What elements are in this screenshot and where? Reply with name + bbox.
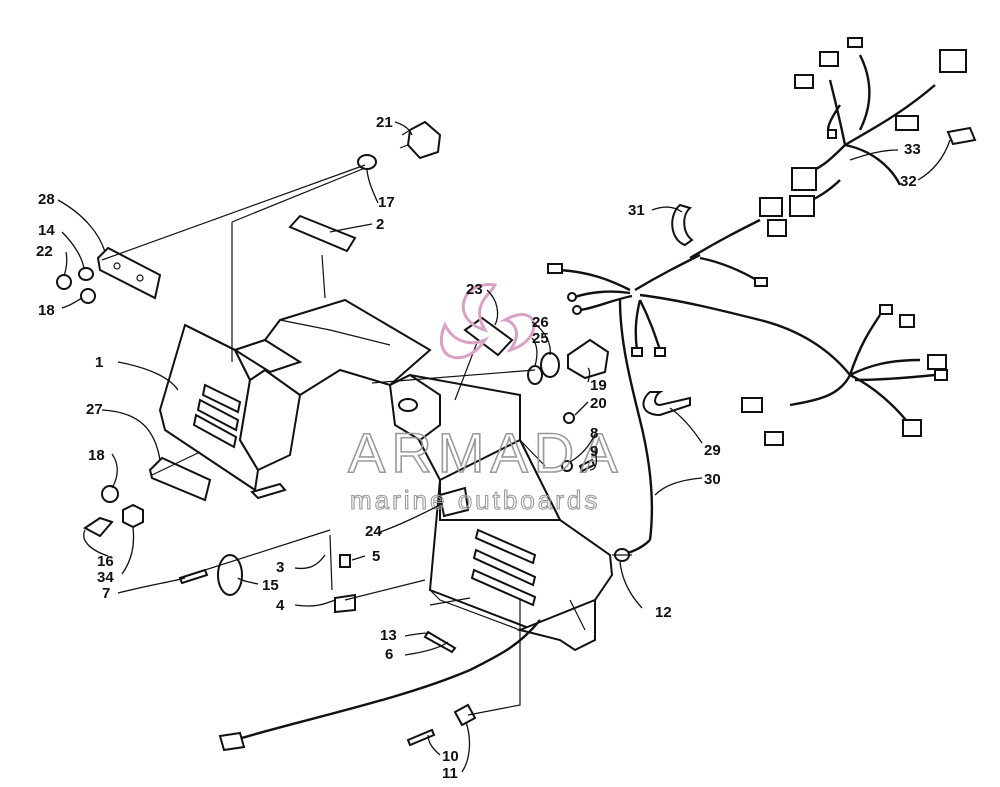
callout-13: 13 [380,627,397,644]
callout-23: 23 [466,281,483,298]
part-34-hex-nut [122,503,144,529]
callout-12: 12 [655,604,672,621]
part-32-connector [946,126,977,146]
callout-16: 16 [97,553,114,570]
callout-31: 31 [628,202,645,219]
part-22-nut [56,274,72,290]
part-4-bracket [334,593,356,614]
part-26-ring [540,352,560,378]
callout-10: 10 [442,748,459,765]
callout-18-upper: 18 [38,302,55,319]
part-9-bolt [578,458,596,473]
callout-7: 7 [102,585,110,602]
part-29-clamp [642,391,691,417]
part-28-plate [96,246,162,300]
part-18-nut-upper [80,288,96,304]
callout-14: 14 [38,222,55,239]
part-14-washer [78,267,94,281]
callout-19: 19 [590,377,607,394]
part-25-ring [527,365,543,385]
part-8-washer [561,460,573,472]
watermark-subtitle: marine outboards [350,485,600,515]
callout-28: 28 [38,191,55,208]
callout-21: 21 [376,114,393,131]
callout-9: 9 [590,443,598,460]
callout-24: 24 [365,523,382,540]
callouts: 1 2 3 4 5 6 7 8 9 10 11 12 13 14 15 16 1… [36,114,921,782]
harness-connector-end [218,731,246,752]
part-27-bracket [148,456,212,502]
callout-25: 25 [532,330,549,347]
part-6-screw [423,630,457,654]
armada-logo-icon [439,283,536,360]
callout-18-lower: 18 [88,447,105,464]
part-16-key [83,516,114,538]
callout-11: 11 [442,765,458,782]
callout-17: 17 [378,194,395,211]
callout-8: 8 [590,425,598,442]
callout-32: 32 [900,173,917,190]
lower-harness-wire [227,619,541,744]
watermark-title: ARMADA [348,421,624,484]
part-24-bracket [438,486,470,518]
part-15-bezel [217,554,243,596]
callout-20: 20 [590,395,607,412]
callout-29: 29 [704,442,721,459]
callout-6: 6 [385,646,393,663]
part-31-clamp [671,203,694,247]
callout-34: 34 [97,569,114,586]
console-housing [158,298,614,652]
part-20-nut [563,412,575,424]
callout-15: 15 [262,577,279,594]
watermark: ARMADA marine outboards [347,283,624,516]
callout-26: 26 [532,314,549,331]
part-3-rod [329,534,333,591]
main-harness [547,37,967,557]
callout-2: 2 [376,216,384,233]
part-5-clip [339,554,351,568]
part-11-bracket [453,703,477,727]
part-2-label-plate [288,214,357,253]
strap [250,482,287,500]
callout-22: 22 [36,243,53,260]
callout-5: 5 [372,548,380,565]
callout-33: 33 [904,141,921,158]
callout-27: 27 [86,401,103,418]
part-18-nut-lower [101,485,119,503]
callout-leaders [57,121,951,773]
callout-4: 4 [276,597,285,614]
callout-3: 3 [276,559,284,576]
part-10-screw [406,728,436,747]
callout-1: 1 [95,354,103,371]
part-19-ignition-switch [567,338,610,380]
callout-30: 30 [704,471,721,488]
part-21-switch [399,120,442,160]
